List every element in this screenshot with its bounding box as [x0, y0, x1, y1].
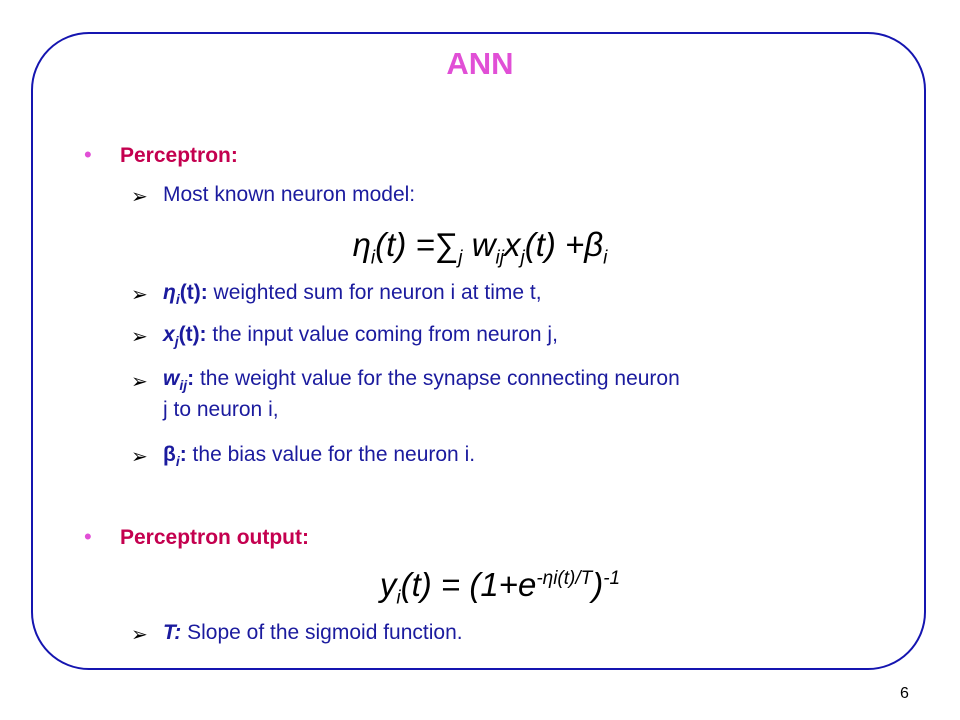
item-slope: T: Slope of the sigmoid function. [163, 621, 463, 644]
equation-weighted-sum: ηi(t) =∑j wijxj(t) +βi [352, 226, 608, 269]
bullet-perceptron: Perceptron: [120, 144, 238, 167]
equation-sigmoid: yi(t) = (1+e-ηi(t)/T)-1 [379, 566, 621, 609]
item-eta: ηi(t): weighted sum for neuron i at time… [163, 281, 542, 308]
arrow-bullet-icon: ➢ [131, 624, 148, 646]
sub-neuron-model: Most known neuron model: [163, 183, 416, 206]
arrow-bullet-icon: ➢ [131, 284, 148, 306]
item-x: xj(t): the input value coming from neuro… [163, 323, 558, 350]
bullet-perceptron-output: Perceptron output: [120, 526, 309, 549]
slide-title: ANN [446, 46, 514, 81]
bullet-dot: • [84, 524, 92, 549]
bullet-dot: • [84, 142, 92, 167]
item-w: wij: the weight value for the synapse co… [163, 367, 680, 394]
arrow-bullet-icon: ➢ [131, 186, 148, 208]
item-beta: βi: the bias value for the neuron i. [163, 443, 476, 470]
arrow-bullet-icon: ➢ [131, 326, 148, 348]
page-number: 6 [900, 685, 909, 702]
item-w-cont: j to neuron i, [163, 398, 279, 421]
arrow-bullet-icon: ➢ [131, 446, 148, 468]
slide-frame [31, 32, 926, 670]
arrow-bullet-icon: ➢ [131, 371, 148, 393]
